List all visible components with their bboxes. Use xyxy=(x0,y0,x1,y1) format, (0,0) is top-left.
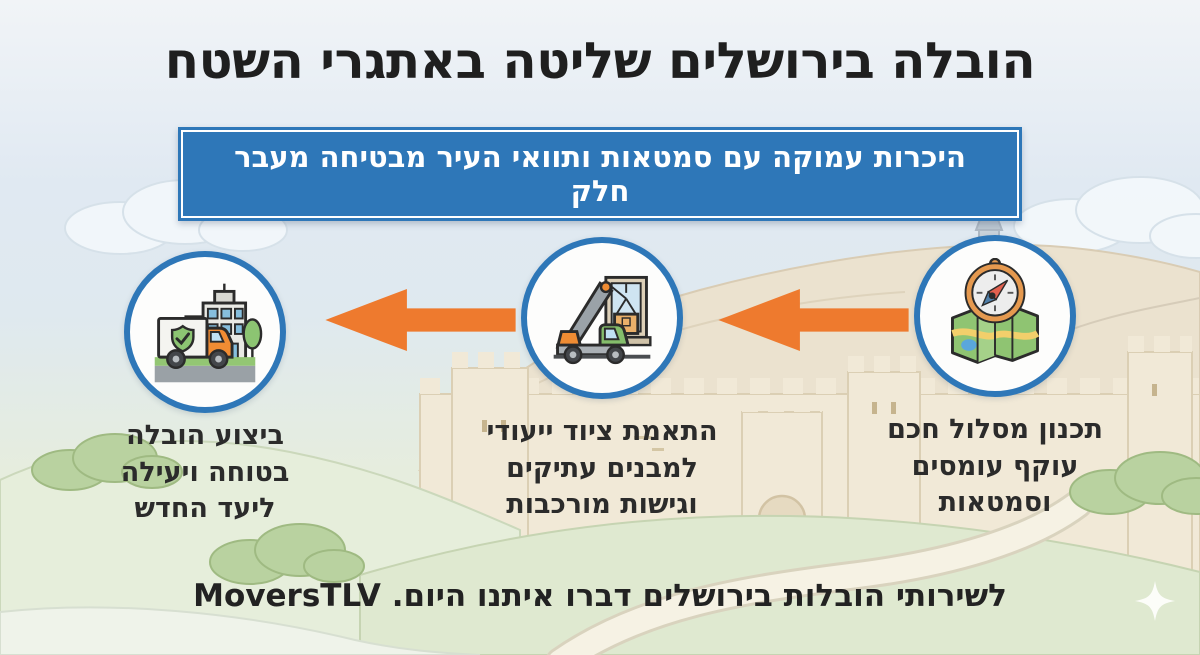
foreground-hill xyxy=(0,606,481,655)
bush xyxy=(31,433,183,491)
step-caption-plan-route: תכנון מסלול חכם עוקף עומסים וסמטאות xyxy=(887,414,1103,519)
bush xyxy=(209,523,365,585)
page-title: הובלה בירושלים שליטה באתגרי השטח xyxy=(164,32,1036,90)
step-circle-execute-move xyxy=(124,251,286,413)
secure-truck-icon xyxy=(154,283,263,383)
compass-map-icon xyxy=(951,258,1040,364)
subtitle-banner: היכרות עמוקה עם סמטאות ותוואי העיר מבטיח… xyxy=(178,127,1022,221)
step-caption-adapt-equipment: התאמת ציוד ייעודי למבנים עתיקים וגישות מ… xyxy=(486,416,718,521)
step-circle-adapt-equipment xyxy=(521,237,683,399)
flow-arrow-left xyxy=(325,288,516,352)
crane-window-icon xyxy=(553,275,652,365)
step-caption-execute-move: ביצוע הובלה בטוחה ויעילה ליעד החדש xyxy=(120,420,290,525)
bush xyxy=(1069,451,1200,515)
step-circle-plan-route xyxy=(914,235,1076,397)
flow-arrow-right xyxy=(718,288,909,352)
road-path xyxy=(546,489,1093,655)
subtitle-text: היכרות עמוקה עם סמטאות ותוואי העיר מבטיח… xyxy=(181,130,1019,218)
sparkle-icon xyxy=(1135,581,1175,621)
cloud-right xyxy=(1013,176,1200,259)
footer-cta: לשירותי הובלות בירושלים דברו איתנו היום.… xyxy=(193,578,1007,614)
